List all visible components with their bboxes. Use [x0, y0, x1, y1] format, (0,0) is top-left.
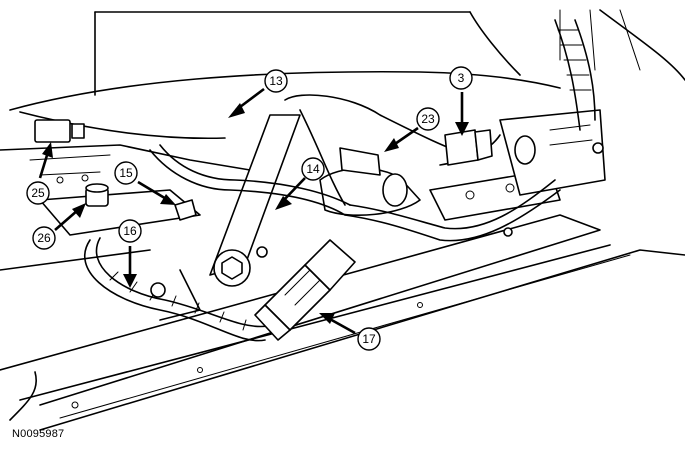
support-arm	[159, 114, 301, 321]
connector-25	[34, 119, 71, 143]
svg-text:16: 16	[123, 224, 137, 238]
figure-id: N0095987	[12, 428, 65, 440]
connector-23	[339, 147, 381, 176]
callout-17: 17	[357, 327, 381, 351]
connector-15	[174, 199, 197, 221]
callout-13: 13	[264, 69, 288, 93]
callout-23: 23	[416, 107, 440, 131]
connector-3	[444, 129, 479, 166]
seat-cushion	[9, 9, 685, 140]
svg-text:25: 25	[31, 186, 45, 200]
callout-25: 25	[26, 181, 50, 205]
callout-15: 15	[114, 161, 138, 185]
svg-text:3: 3	[458, 71, 465, 85]
motor-assembly	[319, 19, 606, 221]
svg-text:13: 13	[269, 74, 283, 88]
callout-26: 26	[32, 226, 56, 250]
callout-16: 16	[118, 219, 142, 243]
svg-text:15: 15	[119, 166, 133, 180]
callout-3: 3	[449, 66, 473, 90]
wiring-harness	[83, 94, 561, 342]
svg-text:17: 17	[362, 332, 376, 346]
callout-14: 14	[301, 157, 325, 181]
svg-text:23: 23	[421, 112, 435, 126]
callouts: 13 3 23 15 14 25 26 16 17	[26, 66, 473, 351]
seat-frame	[0, 144, 685, 431]
leader-arrows	[38, 87, 469, 335]
svg-text:26: 26	[37, 231, 51, 245]
connectors	[34, 119, 493, 341]
svg-text:14: 14	[306, 162, 320, 176]
fasteners	[150, 142, 604, 298]
